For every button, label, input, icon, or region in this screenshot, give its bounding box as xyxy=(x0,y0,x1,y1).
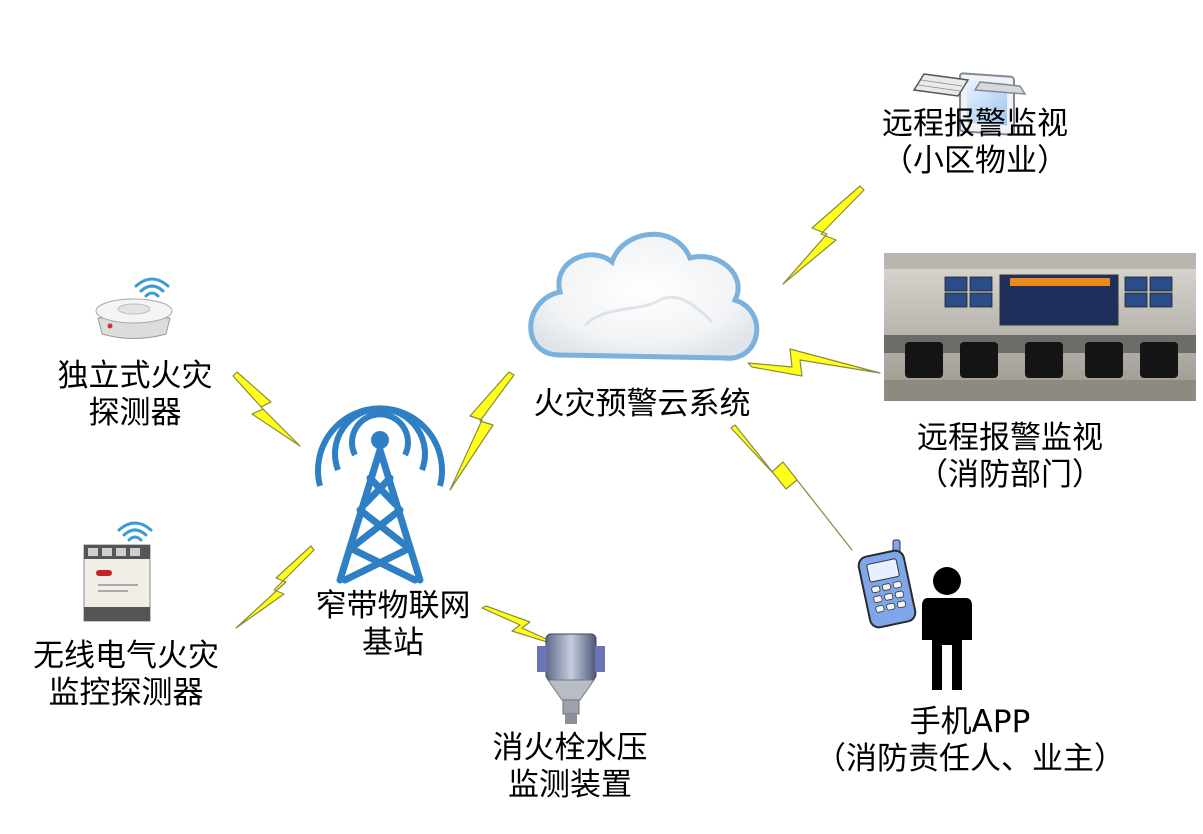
lightning-icon-tower-to-cloud xyxy=(449,371,515,491)
remote-property-label-line1: 远程报警监视 xyxy=(882,106,1068,142)
remote-firedept-label-line2: （消防部门） xyxy=(917,457,1103,493)
lightning-icon-cloud-to-firedept xyxy=(747,348,881,377)
control-room-photo xyxy=(884,253,1196,401)
electrical-detector-label-line2: 监控探测器 xyxy=(48,675,204,711)
mobile-app-label-line1: 手机APP xyxy=(909,704,1031,740)
remote-firedept-label: 远程报警监视 （消防部门） xyxy=(895,420,1125,494)
computer-icon xyxy=(912,72,1027,136)
remote-property-label: 远程报警监视 （小区物业） xyxy=(860,106,1090,180)
cloud-system-label: 火灾预警云系统 xyxy=(533,386,751,422)
remote-firedept-label-line1: 远程报警监视 xyxy=(917,420,1103,456)
lightning-icon-tower-to-hydrant xyxy=(481,605,567,649)
base-station-label: 窄带物联网 基站 xyxy=(300,588,486,662)
person-icon xyxy=(922,567,972,690)
lightning-icon-electrical-to-tower xyxy=(235,545,315,629)
mobile-app-label-line2: （消防责任人、业主） xyxy=(815,741,1125,777)
electrical-detector-label-line1: 无线电气火灾 xyxy=(33,638,219,674)
hydrant-sensor-label-line2: 监测装置 xyxy=(508,767,632,803)
smoke-detector-label-line2: 探测器 xyxy=(88,395,182,431)
hydrant-sensor-icon xyxy=(537,633,605,724)
phone-icon xyxy=(857,539,917,629)
base-station-label-line1: 窄带物联网 xyxy=(315,588,471,624)
smoke-detector-label: 独立式火灾 探测器 xyxy=(30,358,240,432)
wireless-links xyxy=(232,185,881,649)
hydrant-sensor-label: 消火栓水压 监测装置 xyxy=(470,730,670,804)
base-station-label-line2: 基站 xyxy=(362,625,424,661)
hydrant-sensor-label-line1: 消火栓水压 xyxy=(492,730,648,766)
mobile-app-label: 手机APP （消防责任人、业主） xyxy=(800,704,1140,778)
smoke-detector-icon xyxy=(95,277,173,339)
electrical-detector-label: 无线电气火灾 监控探测器 xyxy=(12,638,240,712)
lightning-icon-cloud-to-property xyxy=(782,185,865,285)
lightning-icon-cloud-to-app xyxy=(730,424,853,551)
electrical-detector-icon xyxy=(83,521,153,622)
tower-icon xyxy=(315,405,445,584)
lightning-icon-smoke-to-tower xyxy=(232,371,301,447)
remote-property-label-line2: （小区物业） xyxy=(882,143,1068,179)
cloud-icon xyxy=(528,231,760,361)
smoke-detector-label-line1: 独立式火灾 xyxy=(57,358,213,394)
